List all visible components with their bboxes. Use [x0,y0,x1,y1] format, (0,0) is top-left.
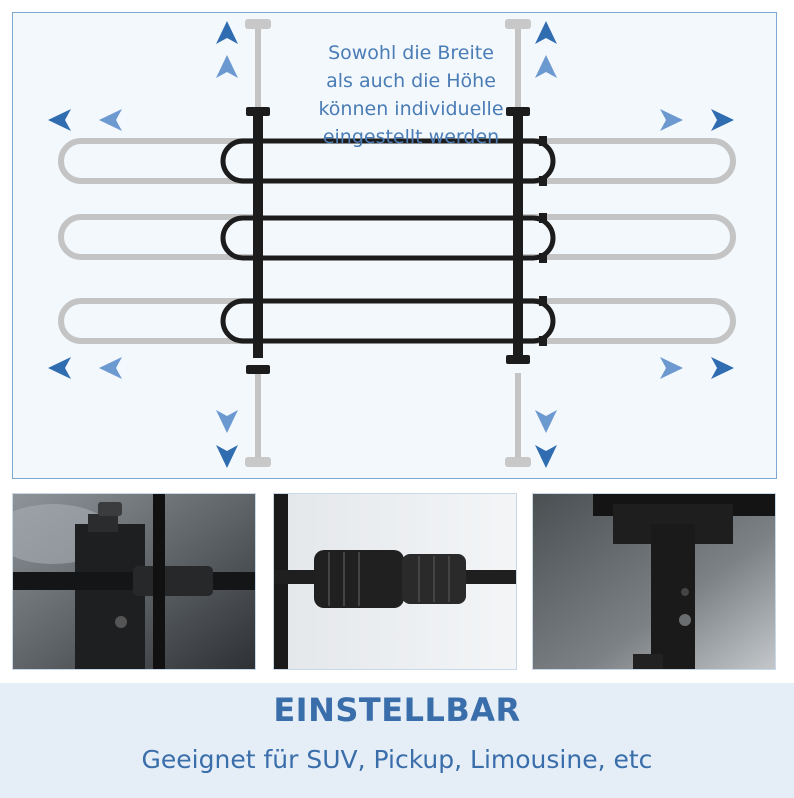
connector-r3b [539,336,547,346]
product-illustration-panel: Sowohl die Breite als auch die Höhe könn… [12,12,777,479]
ghost-loop-right-3 [523,298,736,344]
feature-banner: EINSTELLBAR Geeignet für SUV, Pickup, Li… [0,683,794,798]
ghost-cap-bottom-left [245,457,271,467]
ghost-loop-left-3 [58,298,253,344]
arrow-up-light-icon [535,55,557,78]
ghost-loop-left-2 [58,214,253,260]
connector-r2a [539,213,547,223]
caption-line: als auch die Höhe [326,70,496,92]
arrow-group-down-right [535,410,557,468]
arrow-group-up-right [535,21,557,78]
arrow-group-right-bottom [660,357,734,379]
detail-photo-bracket [532,493,776,670]
arrow-down-dark-icon [216,445,238,468]
arrow-down-dark-icon [535,445,557,468]
arrow-left-dark-icon [48,357,71,379]
ghost-loop-left-1 [58,138,253,184]
knob-clamp-image [13,494,255,669]
caption-line: können individuelle [318,98,504,120]
arrow-up-light-icon [216,55,238,78]
arrow-right-light-icon [660,109,683,131]
ghost-loop-right-2 [523,214,736,260]
bar-loop-3 [220,298,556,344]
arrow-left-light-icon [99,109,122,131]
ghost-cap-top-left [245,19,271,29]
banner-title: EINSTELLBAR [273,691,521,729]
arrow-up-dark-icon [535,21,557,44]
ghost-cap-top-right [505,19,531,29]
connector-r1a [539,136,547,146]
arrow-down-light-icon [535,410,557,433]
ghost-cap-bottom-right [505,457,531,467]
arrow-right-light-icon [660,357,683,379]
arrow-group-up-left [216,21,238,78]
arrow-group-down-left [216,410,238,468]
arrow-right-dark-icon [711,109,734,131]
banner-subtitle: Geeignet für SUV, Pickup, Limousine, etc [141,745,653,774]
arrow-right-dark-icon [711,357,734,379]
post-top-cap-left [246,107,270,116]
caption-line: Sowohl die Breite [328,42,494,64]
arrow-left-dark-icon [48,109,71,131]
bar-loop-1 [220,138,556,184]
arrow-group-left-bottom [48,357,122,379]
connector-r3a [539,296,547,306]
post-right [513,113,523,358]
arrow-down-light-icon [216,410,238,433]
bar-loop-2 [220,215,556,261]
tube-connector-image [274,494,516,669]
arrow-group-right-top [660,109,734,131]
arrow-group-left-top [48,109,122,131]
post-foot-right [506,355,530,364]
post-left [253,113,263,358]
height-bracket-image [533,494,775,669]
post-foot-left [246,365,270,374]
adjustable-divider-illustration [48,19,736,468]
detail-photo-clamp [12,493,256,670]
arrow-up-dark-icon [216,21,238,44]
caption-line: eingestellt werden [322,126,500,148]
arrow-left-light-icon [99,357,122,379]
detail-photo-connector [273,493,517,670]
connector-r2b [539,253,547,263]
post-top-cap-right [506,107,530,116]
connector-r1b [539,176,547,186]
ghost-loop-right-1 [523,138,736,184]
adjustment-caption: Sowohl die Breite als auch die Höhe könn… [281,39,541,151]
